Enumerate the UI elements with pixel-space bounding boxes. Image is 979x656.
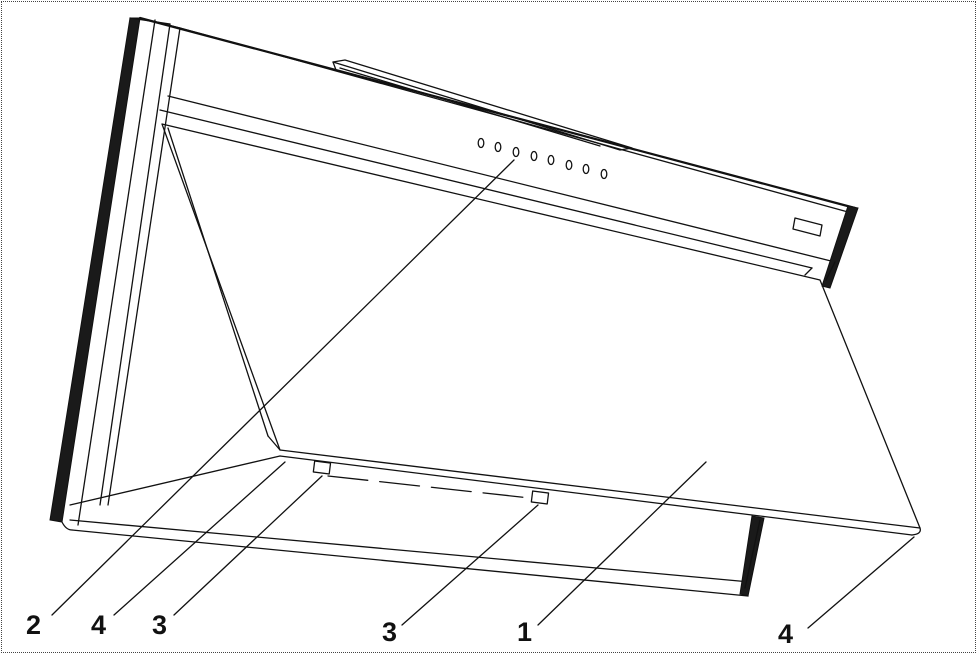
leader-lines xyxy=(51,159,915,629)
glass-panel xyxy=(161,123,921,536)
callout-2: 2 xyxy=(26,610,41,640)
control-button xyxy=(494,141,502,153)
callout-4-left: 4 xyxy=(91,610,106,640)
control-buttons xyxy=(477,137,823,237)
callout-1: 1 xyxy=(517,617,532,647)
control-button xyxy=(582,163,590,175)
callout-4-right: 4 xyxy=(778,619,793,649)
control-button xyxy=(477,137,485,149)
bottom-tray xyxy=(61,455,765,597)
control-button xyxy=(600,168,608,180)
display-window xyxy=(792,217,823,237)
lights xyxy=(312,460,550,505)
light-left xyxy=(312,460,332,475)
callout-3-right: 3 xyxy=(382,617,397,647)
side-panel-left xyxy=(49,17,181,526)
control-button xyxy=(530,150,538,162)
callout-3-left: 3 xyxy=(152,610,167,640)
control-button xyxy=(512,146,520,158)
control-button xyxy=(565,159,573,171)
light-right xyxy=(530,490,550,505)
control-button xyxy=(547,154,555,166)
control-strip xyxy=(138,16,859,289)
